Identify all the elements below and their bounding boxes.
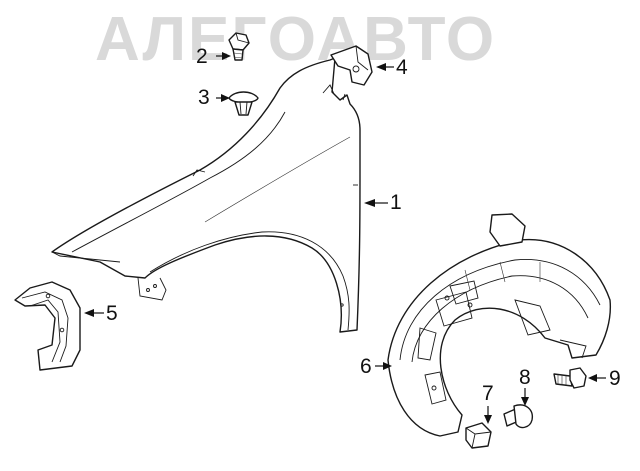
rivet-part (503, 404, 533, 429)
callout-7: 7 (482, 382, 494, 405)
callout-6: 6 (360, 355, 372, 378)
wheel-liner-part (387, 213, 612, 437)
callout-5: 5 (106, 302, 118, 325)
callout-1: 1 (390, 191, 402, 214)
nut-part (465, 422, 492, 449)
callout-2: 2 (196, 45, 208, 68)
splash-bracket-part (14, 281, 81, 371)
callout-3: 3 (198, 86, 210, 109)
screw-part (553, 367, 587, 389)
bracket-part (330, 45, 373, 86)
callout-8: 8 (519, 366, 531, 389)
leader-lines (84, 52, 606, 424)
fender-part (51, 57, 361, 333)
callout-9: 9 (609, 367, 621, 390)
watermark-logo: АЛЕГОАВТО (95, 5, 497, 74)
callout-4: 4 (396, 56, 408, 79)
bolt-part (228, 32, 250, 61)
clip-part (228, 91, 259, 116)
